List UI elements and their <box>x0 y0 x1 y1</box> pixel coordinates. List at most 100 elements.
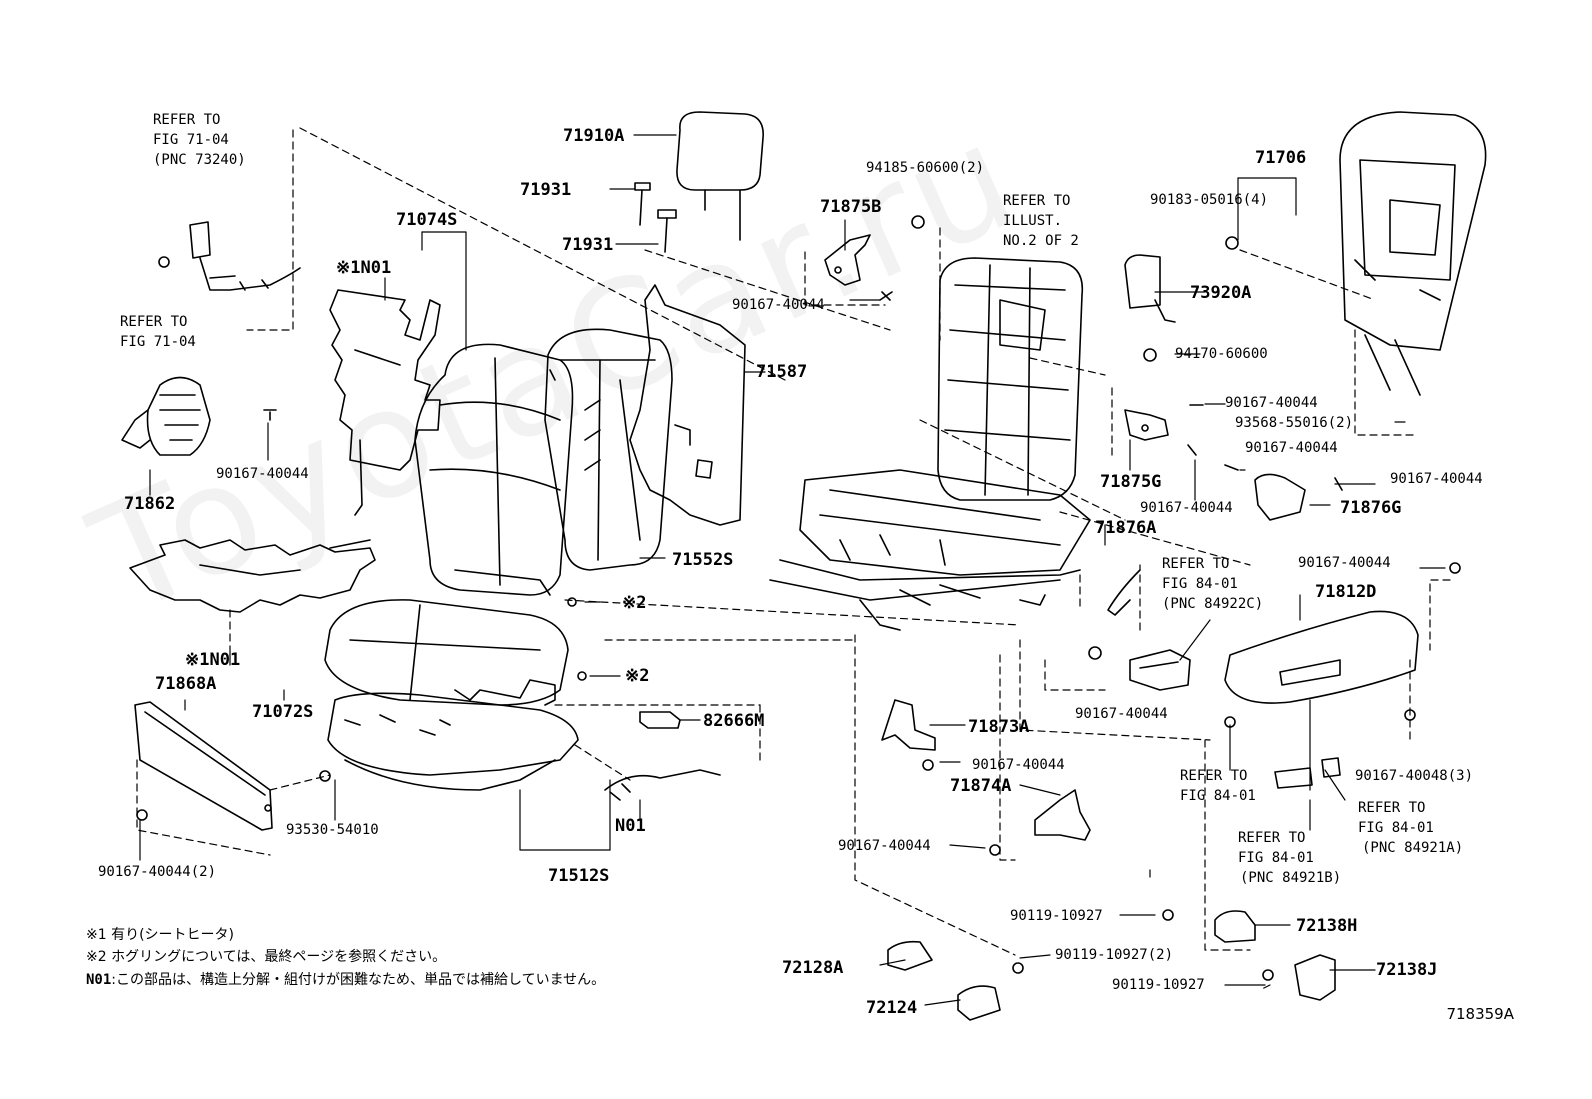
part-label-90119-10927: 90119-10927(2) <box>1055 947 1174 963</box>
cushion-pad-drawing <box>327 692 579 791</box>
part-label-71812D: 71812D <box>1315 582 1377 602</box>
refer-illust-label: REFER TO <box>1003 193 1071 209</box>
back-pad-sheet-drawing <box>629 284 746 526</box>
refer-fig-8401-label: FIG 84-01 <box>1162 576 1238 592</box>
hinge-cover-drawing <box>121 376 277 456</box>
note-n01-label: ※1N01 <box>336 258 392 278</box>
refer-fig-7104-label: FIG 71-04 <box>120 334 196 350</box>
footnote-mark: N01 <box>86 972 112 988</box>
part-label-90167-40044: 90167-40044 <box>732 297 825 313</box>
refer-pnc-label: (PNC 84921A) <box>1362 840 1464 856</box>
seatback-pad-drawing <box>544 328 673 571</box>
note-n01-label: N01 <box>615 816 646 836</box>
seatback-board-drawing <box>1225 111 1487 396</box>
refer-fig-8401-label: REFER TO <box>1180 768 1248 784</box>
refer-fig-8401-label: FIG 84-01 <box>1180 788 1256 804</box>
part-label-90167-40044: 90167-40044 <box>1225 395 1318 411</box>
bracket-71873A-drawing <box>881 699 936 771</box>
part-label-71875G: 71875G <box>1100 472 1162 492</box>
part-label-90167-40044: 90167-40044 <box>216 466 309 482</box>
guide-lines <box>136 127 1451 991</box>
side-shield-drawing <box>1224 562 1461 704</box>
footnote-text: :この部品は、構造上分解・組付けが困難なため、単品では補給していません。 <box>111 972 606 988</box>
part-label-90167-40044: 90167-40044 <box>1390 471 1483 487</box>
part-label-71862: 71862 <box>124 494 176 514</box>
part-label-93530-54010: 93530-54010 <box>286 822 379 838</box>
part-label-90167-40044: 90167-40044 <box>972 757 1065 773</box>
refer-fig-7104-label: REFER TO <box>120 314 188 330</box>
refer-illust-label: ILLUST. <box>1003 213 1063 229</box>
side-cover-drawing <box>134 701 273 831</box>
cover-72138H-drawing <box>1162 909 1256 943</box>
bracket-71875G-drawing <box>1124 404 1204 456</box>
footnote-mark: ※2 <box>86 949 107 965</box>
part-label-71875B: 71875B <box>820 197 882 217</box>
part-label-71873A: 71873A <box>968 717 1030 737</box>
part-label-71587: 71587 <box>756 362 808 382</box>
footnote-text: ホグリングについては、最終ページを参照ください。 <box>111 949 447 965</box>
part-label-90167-40044: 90167-40044(2) <box>98 864 217 880</box>
footnote-3: N01:この部品は、構造上分解・組付けが困難なため、単品では補給していません。 <box>86 970 605 991</box>
bracket-71874A-drawing <box>989 789 1091 856</box>
back-heater-mat-drawing <box>329 289 441 516</box>
refer-pnc-label: (PNC 73240) <box>153 152 246 168</box>
part-label-90167-40048: 90167-40048(3) <box>1355 768 1474 784</box>
part-label-71072S: 71072S <box>252 702 314 722</box>
refer-fig-7104-label: FIG 71-04 <box>153 132 229 148</box>
part-label-90167-40044: 90167-40044 <box>1075 706 1168 722</box>
part-label-71868A: 71868A <box>155 674 217 694</box>
part-label-71931: 71931 <box>562 235 614 255</box>
footnote-2: ※2 ホグリングについては、最終ページを参照ください。 <box>86 947 446 968</box>
figure-code: 718359A <box>1446 1005 1514 1023</box>
part-label-71876A: 71876A <box>1095 518 1157 538</box>
hog-ring-note-mark: ※2 <box>625 666 650 686</box>
part-label-71074S: 71074S <box>396 210 458 230</box>
part-label-94185-60600: 94185-60600(2) <box>866 160 985 176</box>
part-label-71874A: 71874A <box>950 776 1012 796</box>
part-label-73920A: 73920A <box>1190 283 1252 303</box>
refer-fig-8401-label: FIG 84-01 <box>1358 820 1434 836</box>
seatbelt-buckle-drawing <box>158 221 301 291</box>
part-label-90167-40044: 90167-40044 <box>1245 440 1338 456</box>
nut-94185-drawing <box>911 215 925 229</box>
footnote-text: 有り(シートヒータ) <box>111 927 235 943</box>
part-label-71512S: 71512S <box>548 866 610 886</box>
refer-pnc-label: (PNC 84922C) <box>1162 596 1264 612</box>
part-label-90119-10927: 90119-10927 <box>1010 908 1103 924</box>
part-label-72138H: 72138H <box>1296 916 1358 936</box>
footnote-mark: ※1 <box>86 927 107 943</box>
switch-module-drawing <box>1088 646 1191 691</box>
part-label-90167-40044: 90167-40044 <box>838 838 931 854</box>
headrest-drawing <box>676 111 764 241</box>
refer-illust-label: NO.2 OF 2 <box>1003 233 1079 249</box>
refer-fig-7104-label: REFER TO <box>153 112 221 128</box>
wire-71876A-drawing <box>1107 569 1141 616</box>
part-label-90167-40044: 90167-40044 <box>1140 500 1233 516</box>
part-label-90183-05016: 90183-05016(4) <box>1150 192 1269 208</box>
refer-fig-8401-label: REFER TO <box>1238 830 1306 846</box>
seat-frame-drawing <box>769 257 1091 631</box>
part-label-71706: 71706 <box>1255 148 1307 168</box>
cover-72124-drawing <box>957 985 1001 1021</box>
part-label-71931: 71931 <box>520 180 572 200</box>
refer-fig-8401-label: REFER TO <box>1162 556 1230 572</box>
refer-pnc-label: (PNC 84921B) <box>1240 870 1342 886</box>
cushion-cover-drawing <box>324 599 569 706</box>
part-label-72124: 72124 <box>866 998 918 1018</box>
part-label-90167-40044: 90167-40044 <box>1298 555 1391 571</box>
cover-72138J-drawing <box>1012 954 1336 1001</box>
part-label-94170-60600: 94170-60600 <box>1175 346 1268 362</box>
bracket-71875B-drawing <box>824 234 893 301</box>
bolts-drawing <box>136 597 1416 821</box>
part-label-71552S: 71552S <box>672 550 734 570</box>
part-label-90119-10927: 90119-10927 <box>1112 977 1205 993</box>
part-label-71910A: 71910A <box>563 126 625 146</box>
refer-fig-8401-label: FIG 84-01 <box>1238 850 1314 866</box>
cover-71876G-drawing <box>1224 464 1343 521</box>
airbag-module-drawing <box>1124 254 1176 362</box>
seatback-cover-drawing <box>414 343 574 596</box>
refer-fig-8401-label: REFER TO <box>1358 800 1426 816</box>
footnote-1: ※1 有り(シートヒータ) <box>86 925 234 946</box>
